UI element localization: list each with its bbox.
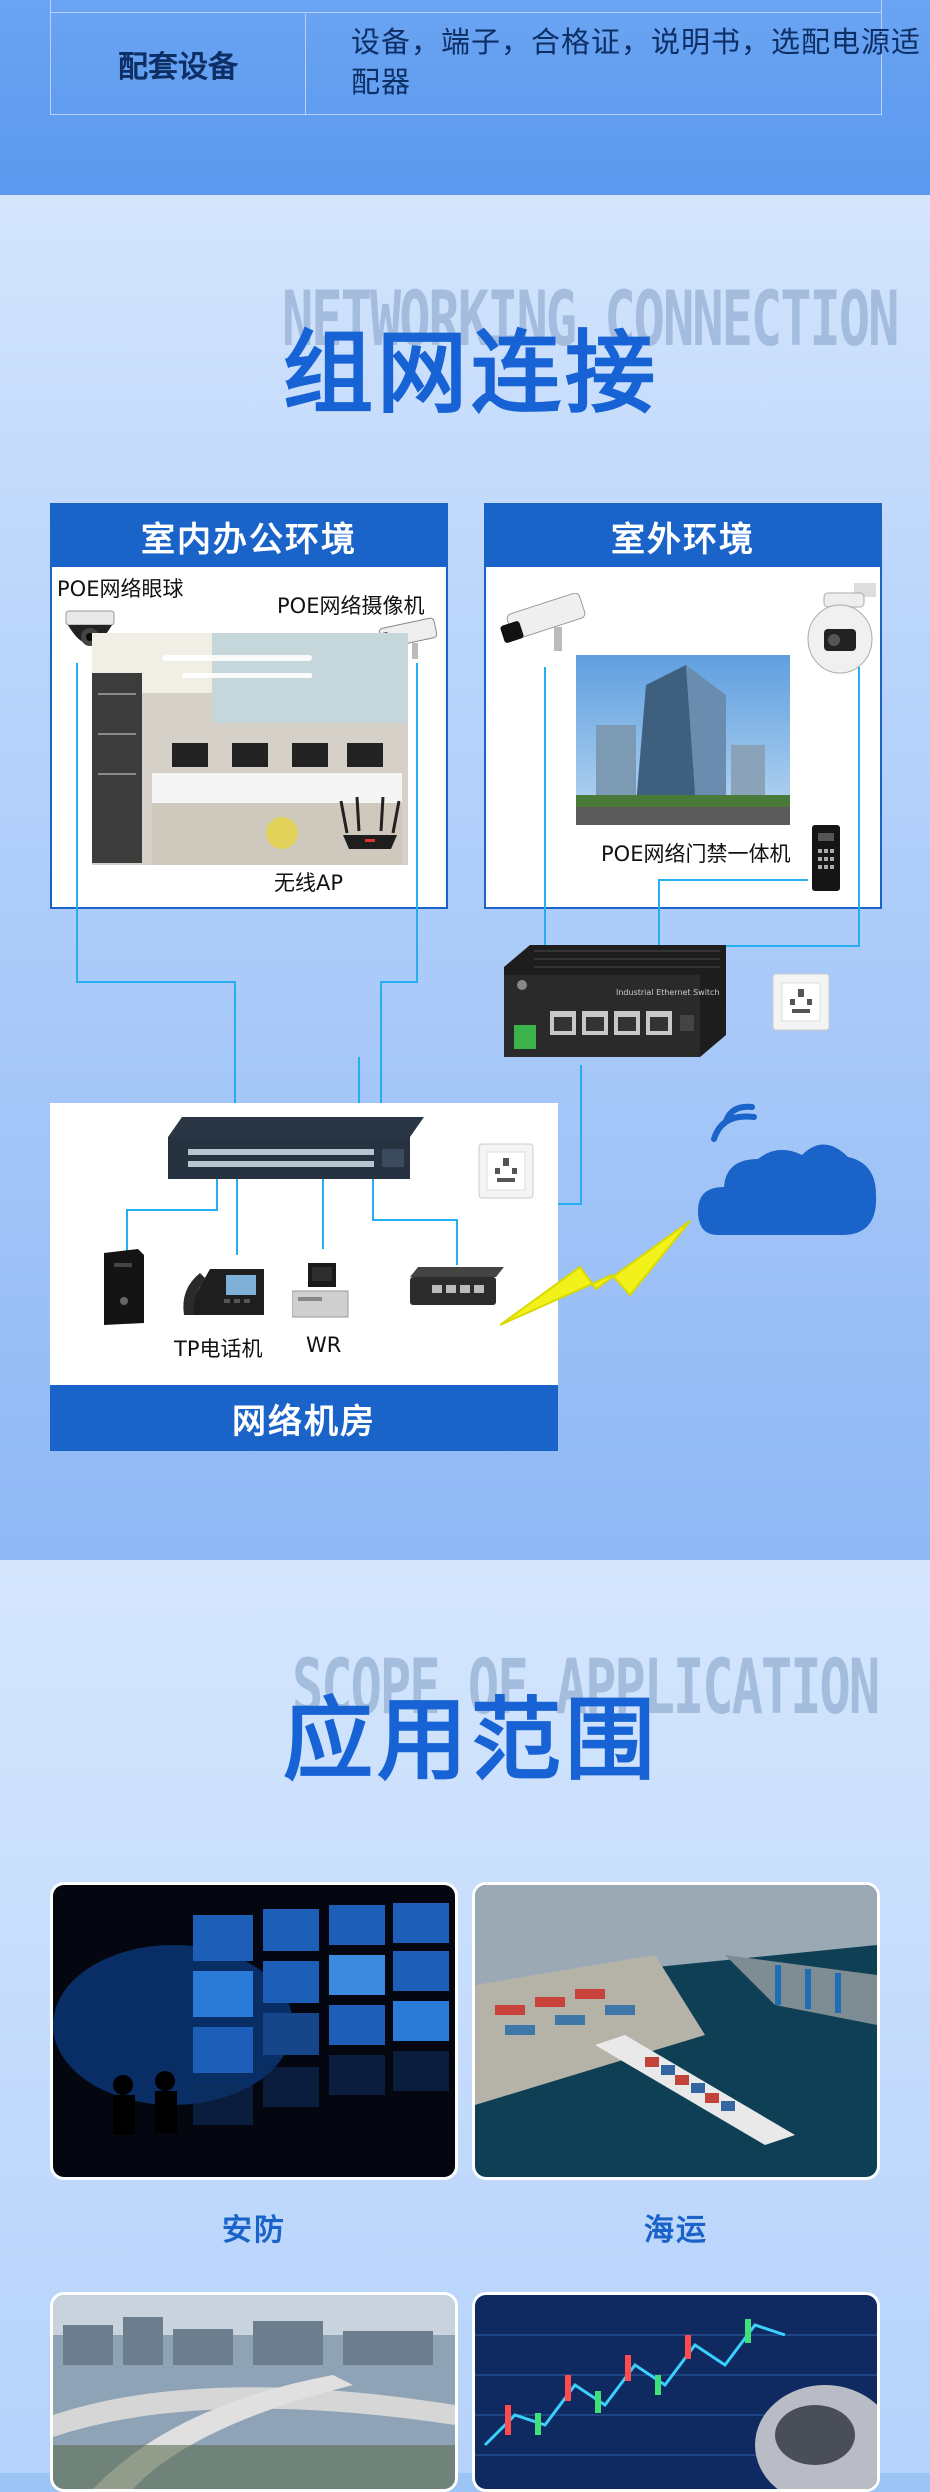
app-label-shipping: 海运 <box>644 2213 708 2248</box>
application-title: 应用范围 <box>283 1688 659 1793</box>
table-divider <box>51 12 881 13</box>
building-photo <box>576 655 790 825</box>
wr-label: WR <box>306 1333 342 1357</box>
cable <box>380 981 418 983</box>
industrial-switch-icon: Industrial Ethernet Switch <box>504 945 726 1057</box>
networking-bg-title: NETWORKING CONNECTION <box>282 277 899 364</box>
desktop-switch-icon <box>410 1267 504 1305</box>
wireless-signal-bolt-icon <box>500 1220 691 1326</box>
application-bg-title: SCOPE OF APPLICATION <box>292 1645 880 1732</box>
spec-label: 配套设备 <box>51 14 306 114</box>
server-icon <box>292 1263 349 1318</box>
outdoor-panel-title: 室外环境 <box>486 505 880 567</box>
office-photo <box>92 633 408 865</box>
power-socket-icon <box>772 973 830 1031</box>
dome-camera-label: POE网络眼球 <box>57 577 184 601</box>
cable <box>126 1209 218 1211</box>
finance-photo <box>475 2295 877 2489</box>
indoor-panel-title: 室内办公环境 <box>52 505 446 567</box>
cable <box>126 1209 128 1253</box>
ap-label: 无线AP <box>274 871 344 895</box>
app-tile-transport[interactable] <box>50 2292 458 2492</box>
cable <box>372 1219 458 1221</box>
app-tile-security[interactable] <box>50 1882 458 2180</box>
router-icon <box>339 796 401 849</box>
cable <box>372 1179 374 1221</box>
app-tile-finance[interactable] <box>472 2292 880 2492</box>
cable <box>456 1219 458 1265</box>
bullet-camera-icon <box>500 593 586 651</box>
access-control-icon <box>812 825 840 891</box>
cable <box>76 981 236 983</box>
switch-caption: Industrial Ethernet Switch <box>616 988 720 997</box>
spec-section: 配套设备 设备，端子，合格证，说明书，选配电源适配器 <box>0 0 930 195</box>
cloud-icon <box>698 1103 877 1235</box>
bullet-camera-label: POE网络摄像机 <box>277 594 425 618</box>
application-section: SCOPE OF APPLICATION 应用范围 安防 <box>0 1560 930 2492</box>
security-photo <box>53 1885 455 2177</box>
ptz-camera-icon <box>807 583 876 674</box>
phone-label: TP电话机 <box>174 1337 263 1361</box>
cable <box>858 667 860 947</box>
cable <box>658 879 808 881</box>
app-label-security: 安防 <box>222 2213 286 2248</box>
indoor-panel: 室内办公环境 POE网络眼球 POE网络摄像机 <box>50 503 448 909</box>
cable <box>580 1065 582 1205</box>
shipping-photo <box>475 1885 877 2177</box>
cable <box>416 663 418 983</box>
networking-title: 组网连接 <box>283 321 659 426</box>
machine-room-title: 网络机房 <box>50 1385 558 1451</box>
power-socket-icon <box>478 1143 534 1199</box>
core-switch-icon <box>168 1117 424 1179</box>
cable <box>236 1179 238 1255</box>
cable <box>216 1179 218 1211</box>
app-tile-shipping[interactable] <box>472 1882 880 2180</box>
access-control-label: POE网络门禁一体机 <box>601 842 791 866</box>
cable <box>660 945 860 947</box>
outdoor-panel: 室外环境 POE网络门禁一体机 <box>484 503 882 909</box>
spec-value: 设备，端子，合格证，说明书，选配电源适配器 <box>351 25 922 99</box>
pc-tower-icon <box>104 1249 144 1325</box>
spec-table: 配套设备 设备，端子，合格证，说明书，选配电源适配器 <box>50 0 920 115</box>
networking-section: NETWORKING CONNECTION 组网连接 室内办公环境 POE网络眼… <box>0 195 930 1560</box>
cable <box>76 663 78 983</box>
cable <box>322 1179 324 1249</box>
ip-phone-icon <box>183 1269 264 1315</box>
cable <box>544 667 546 1027</box>
transport-photo <box>53 2295 455 2489</box>
